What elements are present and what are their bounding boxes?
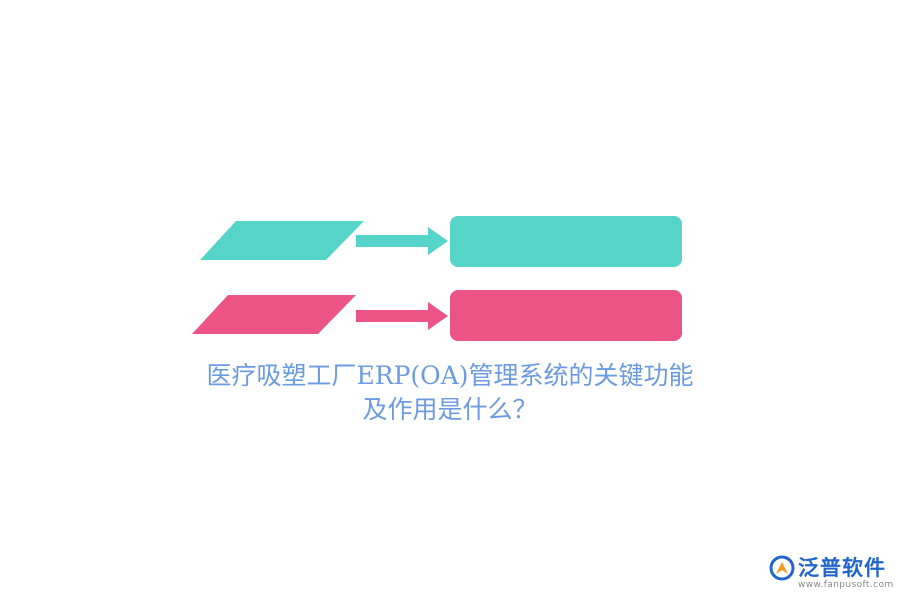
pink-arrow <box>356 302 448 330</box>
logo-name: 泛普软件 <box>798 556 886 580</box>
fanpu-logo: 泛普软件 www.fanpusoft.com <box>768 552 893 596</box>
diagram-title-line-2: 及作用是什么？ <box>362 395 538 424</box>
fanpu-logo-icon <box>769 555 795 581</box>
diagram-title-line-1: 医疗吸塑工厂ERP(OA)管理系统的关键功能 <box>206 361 694 390</box>
teal-parallelogram <box>200 221 364 260</box>
teal-arrow <box>356 227 448 255</box>
pink-box <box>450 290 682 341</box>
logo-url: www.fanpusoft.com <box>798 580 894 590</box>
teal-box <box>450 216 682 267</box>
pink-parallelogram <box>192 295 356 334</box>
